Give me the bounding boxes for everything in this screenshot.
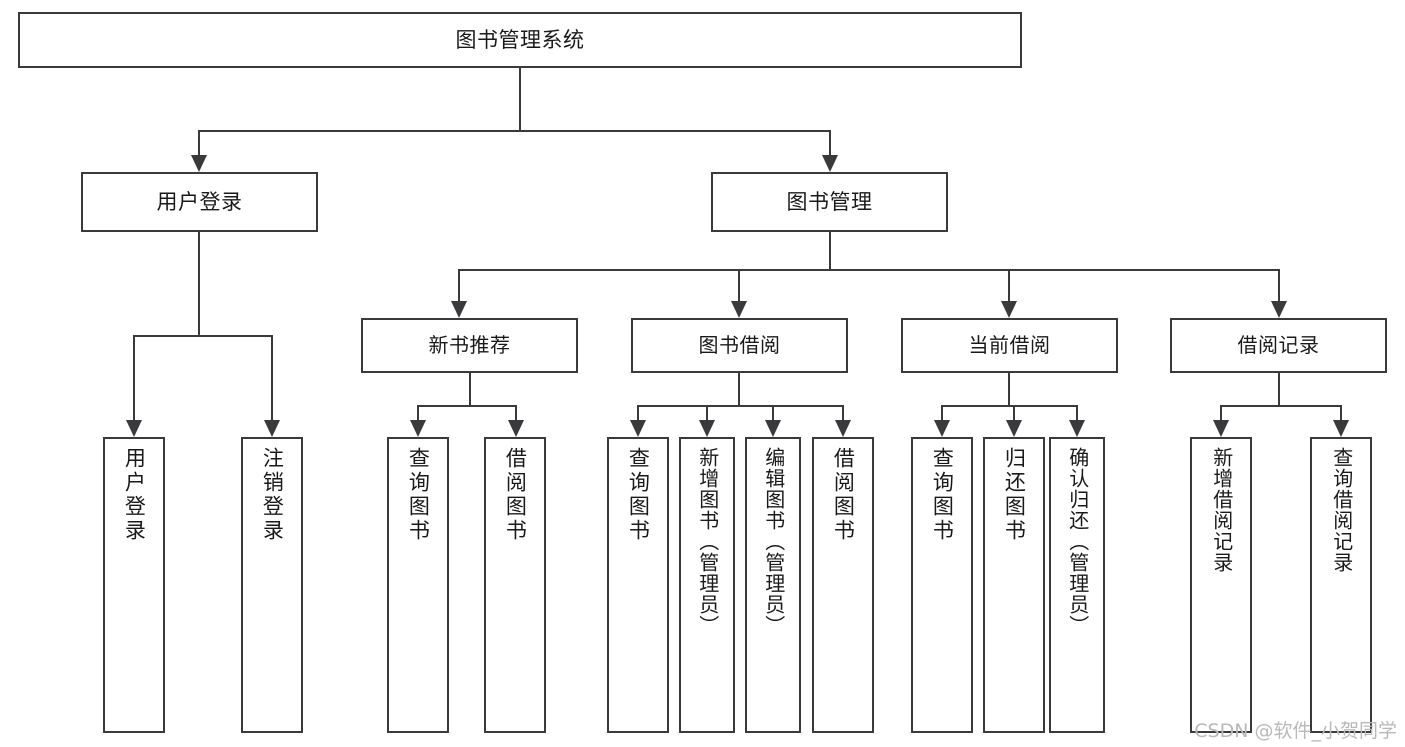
node-leaf-logout-login-label: 注销登录 — [260, 447, 285, 543]
arrow-to-leaf-return-book — [1006, 420, 1022, 437]
arrow-to-new-book-recommend — [451, 301, 467, 318]
node-book-manage[interactable]: 图书管理 — [711, 172, 948, 232]
arrow-to-leaf-borrow-book-1 — [508, 420, 524, 437]
node-leaf-query-book-2-label: 查询图书 — [626, 447, 651, 543]
node-new-book-recommend-label: 新书推荐 — [428, 332, 511, 357]
connector-br-stem — [1278, 373, 1280, 405]
node-root[interactable]: 图书管理系统 — [18, 12, 1022, 68]
node-leaf-borrow-book-2[interactable]: 借阅图书 — [812, 437, 874, 733]
connector-bb-stem — [738, 373, 740, 405]
node-leaf-add-book-label: 新增图书（管理员） — [695, 447, 720, 636]
connector-root-drop-left — [198, 130, 200, 155]
arrow-to-borrow-record — [1271, 301, 1287, 318]
connector-root-drop-right — [829, 130, 831, 155]
node-leaf-query-book-3-label: 查询图书 — [930, 447, 955, 543]
arrow-to-leaf-borrow-book-2 — [835, 420, 851, 437]
node-leaf-query-record[interactable]: 查询借阅记录 — [1310, 437, 1372, 733]
node-leaf-return-book-label: 归还图书 — [1002, 447, 1027, 543]
connector-user-login-stem — [198, 232, 200, 335]
connector-nbr-bus — [417, 405, 517, 407]
arrow-to-book-manage — [822, 155, 838, 172]
connector-bm-drop-2 — [738, 269, 740, 301]
arrow-to-leaf-confirm-return — [1069, 420, 1085, 437]
arrow-to-leaf-edit-book — [765, 420, 781, 437]
node-leaf-borrow-book-2-label: 借阅图书 — [831, 447, 856, 543]
connector-book-manage-stem — [829, 232, 831, 269]
node-user-login[interactable]: 用户登录 — [81, 172, 318, 232]
node-leaf-query-record-label: 查询借阅记录 — [1329, 447, 1354, 573]
arrow-to-leaf-query-record — [1333, 420, 1349, 437]
connector-bb-drop-4 — [842, 405, 844, 420]
connector-cb-drop-2 — [1013, 405, 1015, 420]
arrow-to-leaf-query-book-3 — [934, 420, 950, 437]
arrow-to-current-borrow — [1001, 301, 1017, 318]
connector-cb-drop-1 — [941, 405, 943, 420]
node-root-label: 图书管理系统 — [455, 27, 585, 52]
node-leaf-edit-book-label: 编辑图书（管理员） — [761, 447, 786, 636]
connector-root-stem — [519, 68, 521, 130]
node-leaf-query-book-3[interactable]: 查询图书 — [911, 437, 973, 733]
connector-bm-drop-1 — [458, 269, 460, 301]
node-user-login-label: 用户登录 — [156, 189, 243, 214]
arrow-to-leaf-logout-login — [264, 420, 280, 437]
connector-br-drop-1 — [1220, 405, 1222, 420]
node-leaf-confirm-return[interactable]: 确认归还（管理员） — [1049, 437, 1105, 733]
node-borrow-record[interactable]: 借阅记录 — [1170, 318, 1387, 373]
node-leaf-query-book-1[interactable]: 查询图书 — [387, 437, 449, 733]
connector-user-login-drop-1 — [133, 335, 135, 420]
connector-user-login-bus — [133, 335, 273, 337]
node-current-borrow[interactable]: 当前借阅 — [901, 318, 1118, 373]
connector-nbr-drop-1 — [417, 405, 419, 420]
node-borrow-record-label: 借阅记录 — [1237, 332, 1320, 357]
node-leaf-return-book[interactable]: 归还图书 — [983, 437, 1045, 733]
connector-root-bus — [198, 130, 831, 132]
node-book-borrow[interactable]: 图书借阅 — [631, 318, 848, 373]
node-leaf-confirm-return-label: 确认归还（管理员） — [1065, 447, 1090, 636]
connector-book-manage-bus — [458, 269, 1280, 271]
connector-bm-drop-4 — [1278, 269, 1280, 301]
arrow-to-user-login — [191, 155, 207, 172]
node-leaf-logout-login[interactable]: 注销登录 — [241, 437, 303, 733]
node-current-borrow-label: 当前借阅 — [968, 332, 1051, 357]
connector-br-bus — [1220, 405, 1341, 407]
node-leaf-user-login-label: 用户登录 — [122, 447, 147, 543]
connector-bb-drop-1 — [637, 405, 639, 420]
connector-user-login-drop-2 — [271, 335, 273, 420]
node-leaf-edit-book[interactable]: 编辑图书（管理员） — [745, 437, 801, 733]
node-leaf-borrow-book-1[interactable]: 借阅图书 — [484, 437, 546, 733]
node-leaf-query-book-1-label: 查询图书 — [406, 447, 431, 543]
connector-bm-drop-3 — [1008, 269, 1010, 301]
node-new-book-recommend[interactable]: 新书推荐 — [361, 318, 578, 373]
connector-cb-drop-3 — [1076, 405, 1078, 420]
arrow-to-leaf-query-book-2 — [630, 420, 646, 437]
connector-nbr-stem — [469, 373, 471, 405]
node-leaf-add-record-label: 新增借阅记录 — [1209, 447, 1234, 573]
connector-bb-bus — [637, 405, 843, 407]
connector-nbr-drop-2 — [515, 405, 517, 420]
node-leaf-user-login[interactable]: 用户登录 — [103, 437, 165, 733]
arrow-to-leaf-user-login — [126, 420, 142, 437]
node-leaf-add-book[interactable]: 新增图书（管理员） — [679, 437, 735, 733]
arrow-to-leaf-add-book — [699, 420, 715, 437]
arrow-to-book-borrow — [731, 301, 747, 318]
connector-cb-bus — [941, 405, 1077, 407]
node-book-borrow-label: 图书借阅 — [698, 332, 781, 357]
node-book-manage-label: 图书管理 — [786, 189, 873, 214]
arrow-to-leaf-add-record — [1213, 420, 1229, 437]
node-leaf-borrow-book-1-label: 借阅图书 — [503, 447, 528, 543]
connector-bb-drop-2 — [706, 405, 708, 420]
connector-br-drop-2 — [1340, 405, 1342, 420]
node-leaf-query-book-2[interactable]: 查询图书 — [607, 437, 669, 733]
node-leaf-add-record[interactable]: 新增借阅记录 — [1190, 437, 1252, 733]
connector-bb-drop-3 — [772, 405, 774, 420]
arrow-to-leaf-query-book-1 — [410, 420, 426, 437]
connector-cb-stem — [1008, 373, 1010, 405]
